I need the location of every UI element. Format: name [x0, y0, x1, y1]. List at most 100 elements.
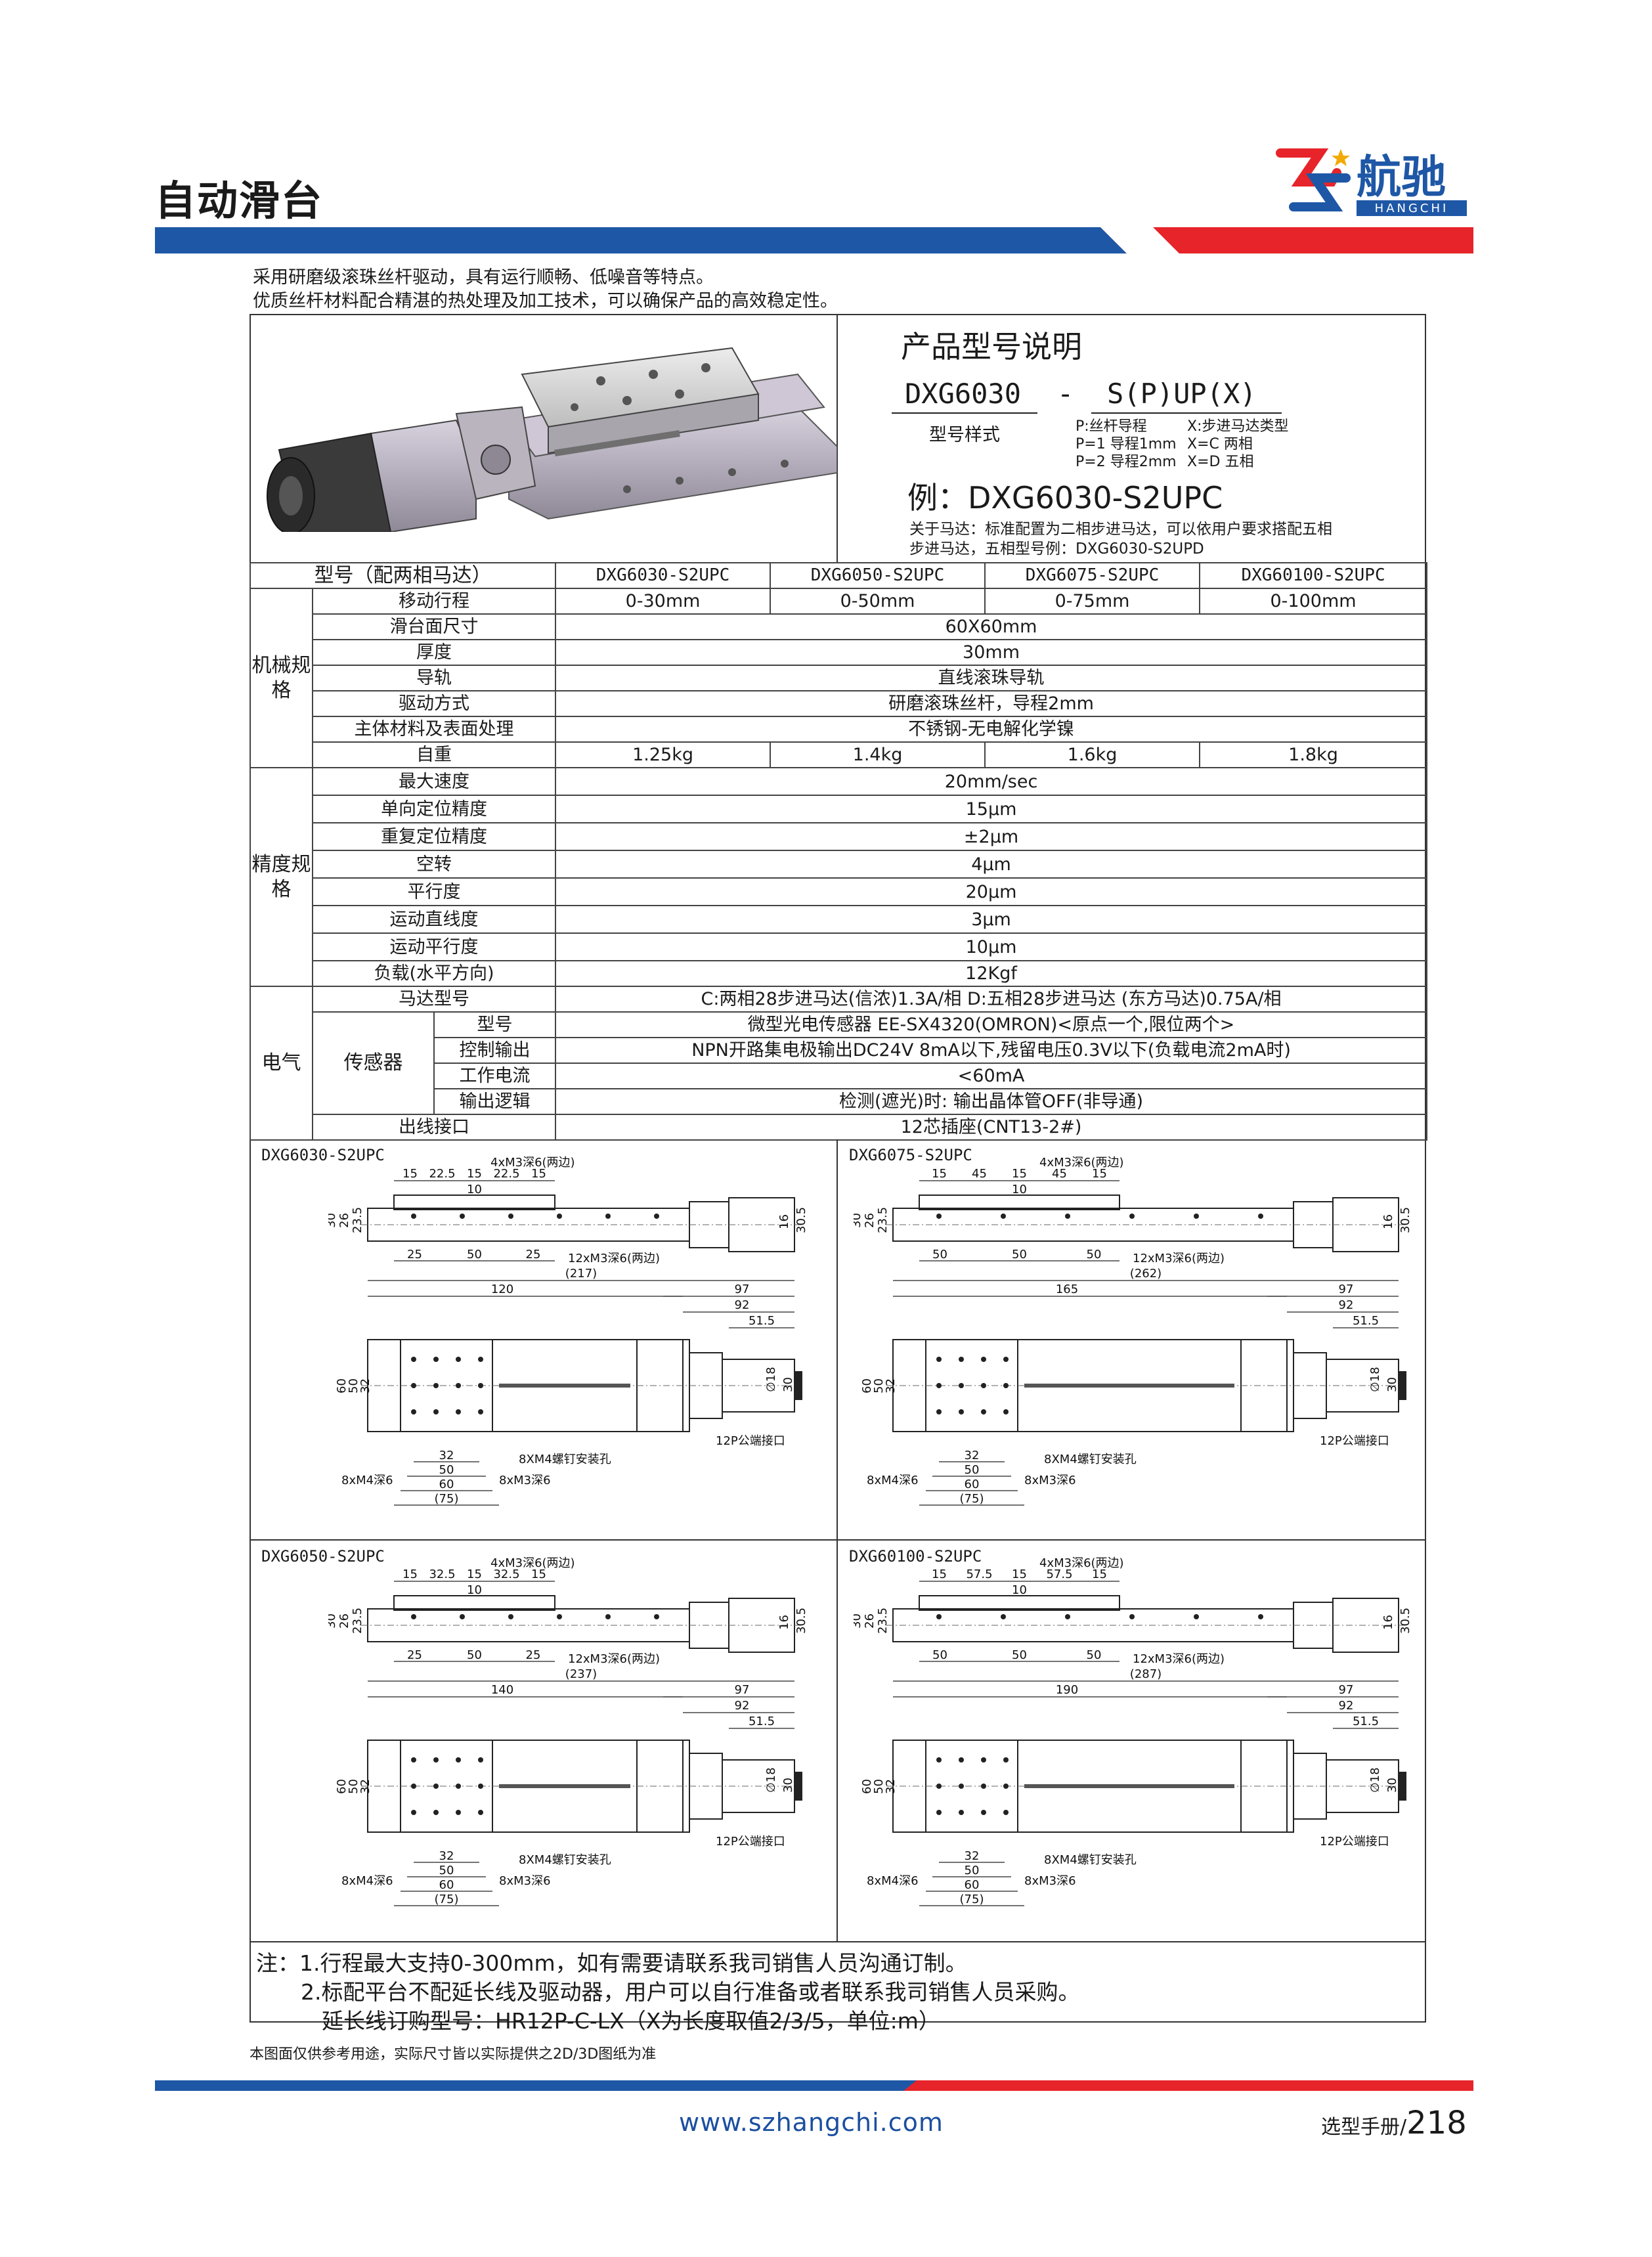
model-base-label: 型号样式	[929, 425, 1000, 445]
dim-label-top: 15	[467, 1167, 482, 1181]
hole-mark	[508, 1614, 513, 1619]
dim-label-top: 15	[531, 1167, 546, 1181]
hole-mark	[981, 1784, 986, 1789]
hole-mark	[1003, 1383, 1009, 1388]
m3-side-label: 12xM3深6(两边)	[568, 1652, 660, 1666]
spec-value: 不锈钢-无电解化学镍	[555, 716, 1428, 743]
dim-label-92: 92	[735, 1298, 750, 1312]
spec-label: 单向定位精度	[311, 795, 557, 823]
dim-label-32: 32	[359, 1779, 372, 1794]
dim-label-51-5: 51.5	[749, 1314, 775, 1328]
dim-label-92: 92	[1339, 1298, 1354, 1312]
table-row: 控制输出 NPN开路集电极输出DC24V 8mA以下,残留电压0.3V以下(负载…	[250, 1037, 1428, 1064]
dim-label-pitch: 25	[407, 1248, 422, 1261]
dim-label-16: 16	[1381, 1615, 1395, 1630]
dim-label-75: (75)	[435, 1893, 459, 1906]
m4-side-label: 8xM4深6	[867, 1874, 919, 1888]
x-spec-line: X:步进马达类型	[1187, 418, 1289, 435]
spec-value: 直线滚珠导轨	[555, 665, 1428, 691]
screw-hole-label: 8XM4螺钉安装孔	[1044, 1853, 1137, 1867]
model-example: 例：DXG6030-S2UPC	[907, 480, 1223, 515]
hole-mark	[1258, 1214, 1263, 1219]
side-view-carriage	[393, 1595, 555, 1611]
note-line-2: 2.标配平台不配延长线及驱动器，用户可以自行准备或者联系我司销售人员采购。	[301, 1979, 1080, 2005]
dim-label-50: 50	[872, 1378, 886, 1393]
hole-mark	[936, 1614, 942, 1619]
hole-mark	[557, 1214, 562, 1219]
dim-label-92: 92	[735, 1699, 750, 1713]
hole-mark	[478, 1383, 483, 1388]
dim-label-30: 30	[1385, 1377, 1399, 1392]
table-row: 传感器 型号 微型光电传感器 EE-SX4320(OMRON)<原点一个,限位两…	[250, 1011, 1428, 1115]
dim-label-32: 32	[965, 1849, 980, 1863]
hole-mark	[1065, 1214, 1070, 1219]
group-electrical: 电气	[250, 986, 313, 1141]
hole-mark	[557, 1614, 562, 1619]
hole-mark	[411, 1409, 416, 1414]
spec-value: 1.8kg	[1199, 741, 1428, 768]
dim-label-total: (262)	[1130, 1267, 1162, 1281]
m3-bottom-label: 8xM3深6	[499, 1874, 551, 1888]
table-row: 电气 马达型号 C:两相28步进马达(信浓)1.3A/相 D:五相28步进马达 …	[250, 986, 1428, 1141]
table-row: 机械规格 移动行程 0-30mm 0-50mm 0-75mm 0-100mm	[250, 588, 1428, 768]
dim-label-top: 15	[1012, 1167, 1027, 1181]
dim-label-23-5: 23.5	[876, 1207, 890, 1233]
spec-value: 15μm	[555, 795, 1428, 823]
drawing-title: DXG6050-S2UPC	[261, 1547, 385, 1566]
dim-label-body: 140	[491, 1683, 513, 1697]
page-number-block: 选型手册/218	[1321, 2105, 1467, 2141]
p-spec-line: P=2 导程2mm	[1076, 454, 1177, 470]
hole-mark	[433, 1784, 439, 1789]
dim-label-60: 60	[860, 1779, 874, 1794]
dim-label-16: 16	[777, 1615, 791, 1630]
website-link[interactable]: www.szhangchi.com	[679, 2108, 944, 2137]
hole-mark	[456, 1810, 461, 1815]
brand-logo: 航驰 HANGCHI	[1274, 135, 1471, 220]
spec-value: 0-50mm	[770, 588, 986, 615]
drawing-title: DXG6030-S2UPC	[261, 1146, 385, 1164]
brand-logo-icon: 航驰 HANGCHI	[1276, 148, 1467, 216]
dim-label-mid: 50	[467, 1248, 482, 1261]
hole-mark	[1003, 1784, 1009, 1789]
m3-bottom-label: 8xM3深6	[499, 1474, 551, 1487]
connector-port-label: 12P公端接口	[716, 1835, 785, 1849]
hole-mark	[1001, 1614, 1006, 1619]
spec-label: 平行度	[311, 877, 557, 906]
dim-label-pitch: 25	[407, 1648, 422, 1662]
notes-block: 注：1.行程最大支持0-300mm，如有需要请联系我司销售人员沟通订制。 2.标…	[256, 1949, 1080, 2036]
dim-label-top: 15	[402, 1567, 418, 1581]
spec-value: 1.6kg	[984, 741, 1201, 768]
model-suffix-code: S(P)UP(X)	[1107, 378, 1257, 410]
dim-label-51-5: 51.5	[1353, 1715, 1379, 1728]
dim-label-top: 45	[972, 1167, 987, 1181]
dim-label-23-5: 23.5	[351, 1608, 364, 1634]
hole-mark	[981, 1383, 986, 1388]
dim-label-30: 30	[781, 1778, 795, 1793]
hole-mark	[936, 1810, 942, 1815]
dim-label-top: 57.5	[1046, 1567, 1072, 1581]
spec-value: 3μm	[555, 905, 1428, 934]
m3-top-label: 4xM3深6(两边)	[1039, 1156, 1124, 1170]
model-base-code: DXG6030	[905, 378, 1022, 410]
table-row: 主体材料及表面处理 不锈钢-无电解化学镍	[250, 716, 1428, 743]
model-header: DXG6075-S2UPC	[984, 562, 1201, 589]
spec-label: 马达型号	[311, 986, 557, 1013]
spec-value: 20μm	[555, 877, 1428, 906]
hole-mark	[1003, 1409, 1009, 1414]
dim-label-top: 15	[932, 1167, 947, 1181]
spec-header-label: 型号（配两相马达）	[249, 562, 557, 589]
dim-label-10: 10	[1012, 1183, 1027, 1196]
hole-mark	[1258, 1614, 1263, 1619]
spec-label: 主体材料及表面处理	[311, 716, 557, 743]
frame-divider	[837, 314, 838, 562]
hole-mark	[1003, 1757, 1009, 1763]
dim-label-50: 50	[965, 1864, 980, 1877]
dim-label-97: 97	[1339, 1282, 1354, 1296]
dim-label-top: 15	[932, 1567, 947, 1581]
hole-mark	[981, 1357, 986, 1362]
brand-en: HANGCHI	[1375, 202, 1449, 215]
spec-value: 60X60mm	[555, 613, 1428, 640]
dim-label-51-5: 51.5	[1353, 1314, 1379, 1328]
dim-label-16: 16	[1381, 1214, 1395, 1229]
hole-mark	[478, 1810, 483, 1815]
